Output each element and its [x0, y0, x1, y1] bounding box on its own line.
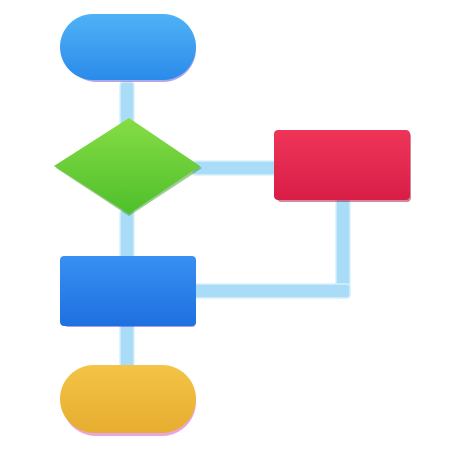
connector-decision-branch — [191, 160, 281, 176]
connector-main-end — [119, 321, 135, 373]
decision-diamond — [54, 118, 202, 216]
main-process-box — [60, 256, 196, 327]
start-terminator — [60, 14, 196, 82]
end-terminator — [60, 365, 196, 436]
connector-branch-down — [335, 195, 351, 299]
connector-decision-main — [119, 209, 135, 263]
connector-branch-main — [191, 283, 351, 299]
branch-process-box — [274, 130, 411, 202]
connectors — [119, 81, 351, 373]
